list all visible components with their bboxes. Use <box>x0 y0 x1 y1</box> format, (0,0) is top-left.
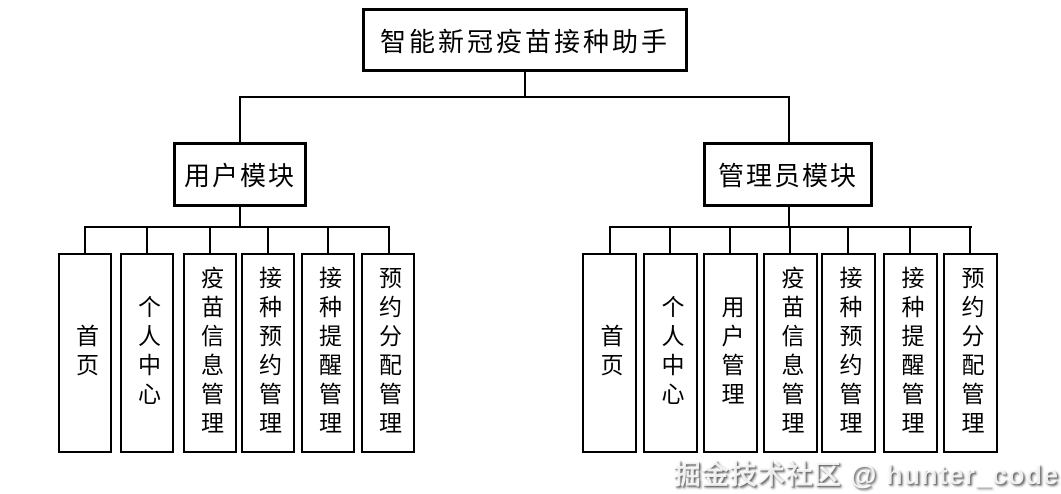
node-admin-vaccine-info-mgmt: 疫苗信息管理 <box>763 253 818 453</box>
connector-line <box>789 226 791 254</box>
connector-line <box>969 226 971 254</box>
connector-line <box>909 226 911 254</box>
connector-line <box>327 226 329 254</box>
leaf-label: 接种提醒管理 <box>315 266 341 440</box>
connector-line <box>788 96 790 143</box>
node-admin-appointment-allocation-mgmt: 预约分配管理 <box>943 253 998 453</box>
connector-line <box>146 226 148 254</box>
node-root-title: 智能新冠疫苗接种助手 <box>362 8 688 72</box>
node-admin-home: 首页 <box>582 253 637 453</box>
node-user-module: 用户模块 <box>173 142 307 207</box>
node-user-appointment-allocation-mgmt: 预约分配管理 <box>361 253 415 453</box>
leaf-label: 接种预约管理 <box>255 266 281 440</box>
leaf-label: 接种预约管理 <box>836 266 861 440</box>
connector-line <box>267 226 269 254</box>
node-user-vaccination-appointment-mgmt: 接种预约管理 <box>241 253 295 453</box>
node-admin-vaccination-reminder-mgmt: 接种提醒管理 <box>883 253 938 453</box>
node-user-profile-center: 个人中心 <box>120 253 174 453</box>
leaf-label: 疫苗信息管理 <box>197 266 223 440</box>
leaf-label: 首页 <box>597 324 622 382</box>
connector-line <box>847 226 849 254</box>
admin-module-label: 管理员模块 <box>717 162 858 191</box>
node-user-vaccination-reminder-mgmt: 接种提醒管理 <box>301 253 355 453</box>
node-admin-user-mgmt: 用户管理 <box>703 253 758 453</box>
user-module-label: 用户模块 <box>183 162 296 191</box>
leaf-label: 接种提醒管理 <box>898 266 923 440</box>
watermark: 掘金技术社区 @ hunter_code <box>673 460 1059 490</box>
connector-line <box>669 226 671 254</box>
leaf-label: 预约分配管理 <box>375 266 401 440</box>
connector-line <box>388 226 390 254</box>
leaf-label: 用户管理 <box>718 295 743 411</box>
leaf-label: 疫苗信息管理 <box>778 266 803 440</box>
node-admin-module: 管理员模块 <box>703 142 873 207</box>
connector-line <box>84 226 390 228</box>
node-user-home: 首页 <box>58 253 112 453</box>
connector-line <box>84 226 86 254</box>
node-admin-vaccination-appointment-mgmt: 接种预约管理 <box>821 253 876 453</box>
connector-line <box>239 96 790 98</box>
leaf-label: 个人中心 <box>658 295 683 411</box>
leaf-label: 个人中心 <box>134 295 160 411</box>
leaf-label: 预约分配管理 <box>958 266 983 440</box>
connector-line <box>524 70 526 97</box>
connector-line <box>788 205 790 228</box>
leaf-label: 首页 <box>72 324 98 382</box>
node-user-vaccine-info-mgmt: 疫苗信息管理 <box>183 253 237 453</box>
node-admin-profile-center: 个人中心 <box>643 253 698 453</box>
connector-line <box>729 226 731 254</box>
connector-line <box>209 226 211 254</box>
connector-line <box>239 205 241 228</box>
connector-line <box>609 226 611 254</box>
connector-line <box>239 96 241 143</box>
root-label: 智能新冠疫苗接种助手 <box>379 27 670 57</box>
